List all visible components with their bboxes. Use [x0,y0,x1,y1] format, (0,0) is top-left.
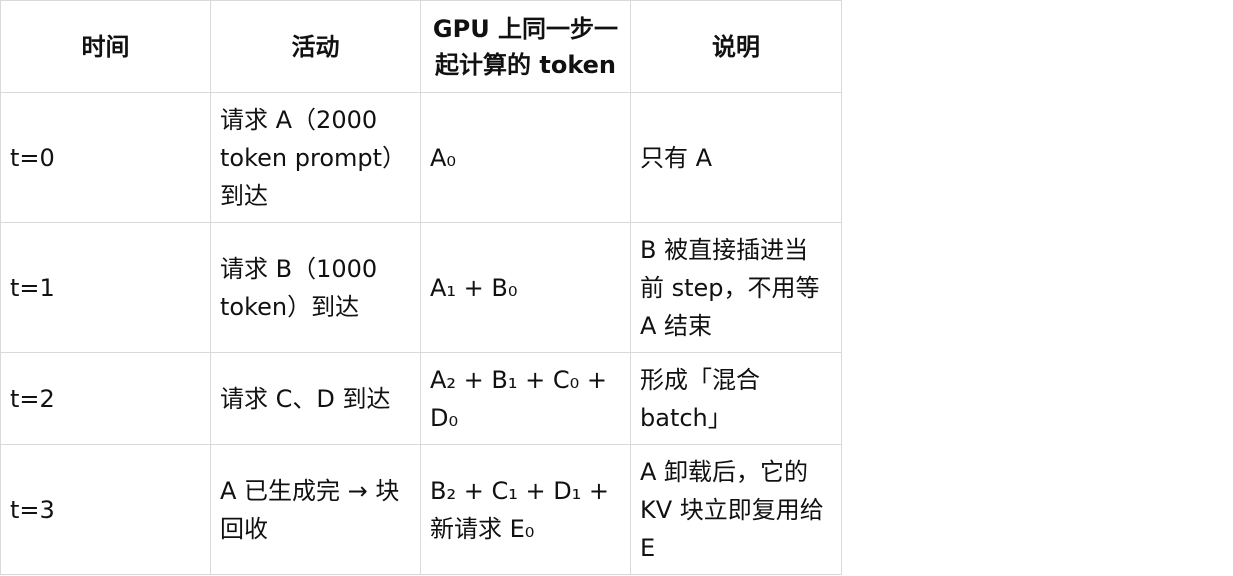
table-row: t=2 请求 C、D 到达 A₂ + B₁ + C₀ + D₀ 形成「混合 ba… [0,352,842,445]
cell-gpu-tokens: A₁ + B₀ [420,222,631,353]
cell-activity: 请求 A（2000 token prompt）到达 [210,92,421,223]
cell-gpu-tokens: B₂ + C₁ + D₁ + 新请求 E₀ [420,444,631,575]
cell-note: 形成「混合 batch」 [630,352,842,445]
cell-time: t=1 [0,222,211,353]
table-header-row: 时间 活动 GPU 上同一步一起计算的 token 说明 [0,0,842,93]
header-gpu-tokens: GPU 上同一步一起计算的 token [420,0,631,93]
table-row: t=0 请求 A（2000 token prompt）到达 A₀ 只有 A [0,92,842,223]
cell-gpu-tokens: A₂ + B₁ + C₀ + D₀ [420,352,631,445]
cell-time: t=2 [0,352,211,445]
table-row: t=3 A 已生成完 → 块回收 B₂ + C₁ + D₁ + 新请求 E₀ A… [0,444,842,575]
cell-note: B 被直接插进当前 step，不用等 A 结束 [630,222,842,353]
document-page: 时间 活动 GPU 上同一步一起计算的 token 说明 t=0 请求 A（20… [0,0,842,575]
cell-activity: A 已生成完 → 块回收 [210,444,421,575]
cell-gpu-tokens: A₀ [420,92,631,223]
cell-activity: 请求 B（1000 token）到达 [210,222,421,353]
cell-time: t=0 [0,92,211,223]
cell-note: 只有 A [630,92,842,223]
header-note: 说明 [630,0,842,93]
table-row: t=1 请求 B（1000 token）到达 A₁ + B₀ B 被直接插进当前… [0,222,842,353]
scheduling-table: 时间 活动 GPU 上同一步一起计算的 token 说明 t=0 请求 A（20… [0,0,842,575]
cell-time: t=3 [0,444,211,575]
cell-activity: 请求 C、D 到达 [210,352,421,445]
header-activity: 活动 [210,0,421,93]
cell-note: A 卸载后，它的 KV 块立即复用给 E [630,444,842,575]
header-time: 时间 [0,0,211,93]
